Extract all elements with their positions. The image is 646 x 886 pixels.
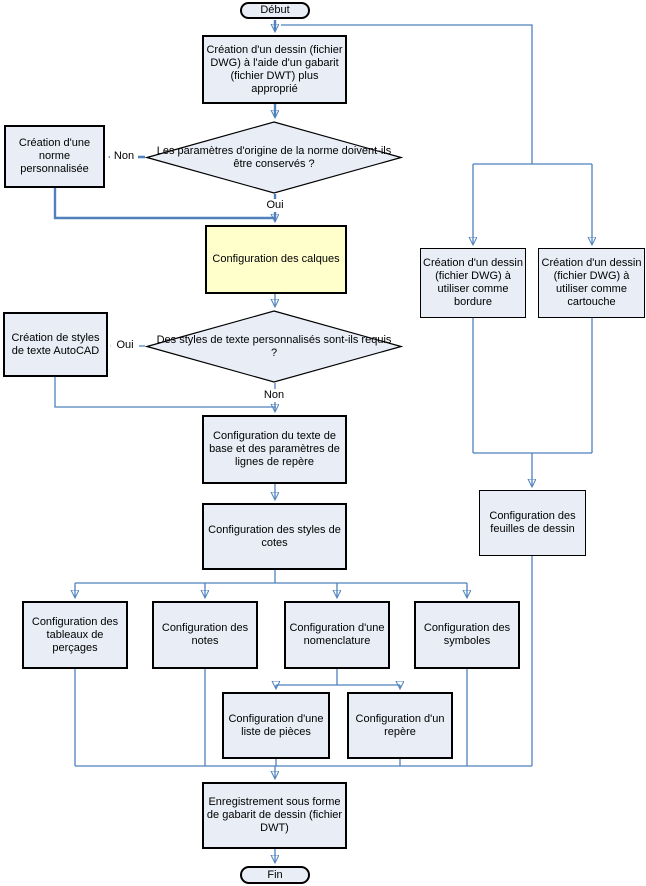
node-create-drawing-label: Création d'un dessin (fichier DWG) à l'a… bbox=[206, 43, 343, 95]
node-border-dwg: Création d'un dessin (fichier DWG) à uti… bbox=[420, 248, 526, 318]
node-parts-list-label: Configuration d'une liste de pièces bbox=[228, 712, 324, 738]
node-base-text: Configuration du texte de base et des pa… bbox=[202, 415, 347, 484]
edge-standard-to-layers bbox=[53, 188, 276, 220]
edge-label-no2: Non bbox=[260, 389, 288, 402]
node-border-dwg-label: Création d'un dessin (fichier DWG) à uti… bbox=[423, 257, 523, 308]
node-bom: Configuration d'une nomenclature bbox=[284, 601, 390, 669]
node-symbols: Configuration des symboles bbox=[414, 601, 520, 669]
diamond-shape bbox=[145, 310, 403, 383]
node-text-styles-question-label: Des styles de texte personnalisés sont-i… bbox=[156, 333, 392, 359]
node-save-template: Enregistrement sous forme de gabarit de … bbox=[202, 782, 347, 849]
node-dim-styles: Configuration des styles de cotes bbox=[202, 503, 347, 570]
node-hole-tables: Configuration des tableaux de perçages bbox=[22, 601, 128, 669]
node-end: Fin bbox=[240, 866, 310, 884]
node-end-label: Fin bbox=[267, 868, 283, 881]
node-layers-label: Configuration des calques bbox=[212, 253, 340, 265]
node-hole-tables-label: Configuration des tableaux de perçages bbox=[31, 615, 119, 654]
node-layers: Configuration des calques bbox=[205, 225, 347, 294]
node-autocad-text-styles: Création de styles de texte AutoCAD bbox=[3, 312, 108, 377]
node-balloon: Configuration d'un repère bbox=[347, 692, 453, 759]
node-sheets: Configuration des feuilles de dessin bbox=[479, 490, 586, 556]
node-text-styles-question: Des styles de texte personnalisés sont-i… bbox=[145, 310, 403, 383]
node-custom-standard: Création d'une norme personnalisée bbox=[4, 125, 105, 188]
node-create-drawing: Création d'un dessin (fichier DWG) à l'a… bbox=[202, 35, 347, 104]
node-sheets-label: Configuration des feuilles de dessin bbox=[489, 510, 576, 535]
node-autocad-text-styles-label: Création de styles de texte AutoCAD bbox=[11, 331, 100, 357]
node-bom-label: Configuration d'une nomenclature bbox=[289, 622, 385, 647]
edge-start-right-branch bbox=[281, 24, 533, 164]
node-start-label: Début bbox=[260, 4, 290, 16]
edge-label-yes1: Oui bbox=[261, 199, 289, 212]
node-custom-standard-label: Création d'une norme personnalisée bbox=[18, 137, 91, 175]
node-notes: Configuration des notes bbox=[152, 601, 258, 669]
node-notes-label: Configuration des notes bbox=[161, 622, 249, 647]
node-dim-styles-label: Configuration des styles de cotes bbox=[208, 523, 341, 549]
node-keep-standard-question-label: Les paramètres d'origine de la norme doi… bbox=[156, 144, 392, 170]
diamond-shape bbox=[145, 121, 403, 194]
node-titleblock-dwg: Création d'un dessin (fichier DWG) à uti… bbox=[538, 248, 645, 318]
node-start: Début bbox=[240, 2, 310, 19]
node-save-template-label: Enregistrement sous forme de gabarit de … bbox=[206, 796, 343, 834]
node-balloon-label: Configuration d'un repère bbox=[355, 712, 445, 738]
node-base-text-label: Configuration du texte de base et des pa… bbox=[209, 430, 340, 468]
node-titleblock-dwg-label: Création d'un dessin (fichier DWG) à uti… bbox=[541, 257, 642, 308]
edge-textstyles-to-basetext bbox=[54, 377, 276, 408]
edge-label-no1: Non bbox=[110, 150, 138, 163]
node-parts-list: Configuration d'une liste de pièces bbox=[222, 692, 330, 759]
node-symbols-label: Configuration des symboles bbox=[423, 622, 511, 647]
node-keep-standard-question: Les paramètres d'origine de la norme doi… bbox=[145, 121, 403, 194]
edge-label-yes2: Oui bbox=[111, 339, 139, 352]
